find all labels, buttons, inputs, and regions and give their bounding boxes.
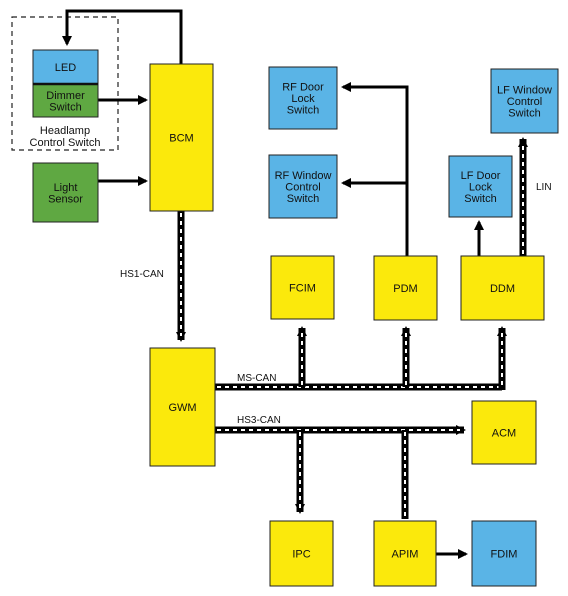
hs3-can-label: HS3-CAN bbox=[237, 415, 281, 426]
rf-door-lock-switch-box-rect bbox=[268, 66, 338, 130]
fdim-module-rect bbox=[471, 520, 537, 587]
light-sensor-box-label: Sensor bbox=[48, 193, 83, 205]
bcm-module-label: BCM bbox=[169, 133, 193, 145]
lf-door-lock-switch-box-label: Switch bbox=[464, 193, 496, 205]
dimmer-switch-box-label: Switch bbox=[49, 101, 81, 113]
acm-module: ACM bbox=[471, 400, 537, 465]
ipc-module-rect bbox=[269, 520, 334, 587]
light-sensor-box-label: Light bbox=[54, 182, 78, 194]
lf-window-control-switch-box-label: LF Window bbox=[497, 85, 552, 97]
lin-label: LIN bbox=[536, 182, 552, 193]
gwm-module-label: GWM bbox=[168, 402, 196, 414]
fdim-module-label: FDIM bbox=[491, 549, 518, 561]
rf-door-lock-switch-box-label: Lock bbox=[291, 93, 315, 105]
ddm-module-rect bbox=[460, 255, 545, 321]
bcm-module-rect bbox=[149, 63, 214, 212]
lf-window-control-switch-box-label: Switch bbox=[508, 108, 540, 120]
ipc-module-label: IPC bbox=[292, 549, 310, 561]
rf-window-control-switch-box-label: Control bbox=[285, 182, 320, 194]
lf-door-lock-switch-box-rect bbox=[448, 155, 513, 218]
fcim-module-rect bbox=[270, 255, 335, 320]
ddm-module: DDM bbox=[460, 255, 545, 321]
hs1-can-label: HS1-CAN bbox=[120, 269, 164, 280]
acm-module-rect bbox=[471, 400, 537, 465]
rf-window-control-switch-box-rect bbox=[268, 154, 338, 219]
lf-door-lock-switch-box-label: Lock bbox=[469, 182, 493, 194]
headlamp-group-label-line2: Control Switch bbox=[30, 137, 101, 149]
dimmer-switch-box-label: Dimmer bbox=[46, 90, 85, 102]
bcm-module: BCM bbox=[149, 63, 214, 212]
acm-module-label: ACM bbox=[492, 428, 516, 440]
rf-window-control-switch-box-label: RF Window bbox=[275, 170, 332, 182]
apim-module-rect bbox=[373, 520, 437, 587]
ms-can-label: MS-CAN bbox=[237, 373, 276, 384]
pdm-module: PDM bbox=[373, 255, 438, 321]
pdm-module-label: PDM bbox=[393, 283, 417, 295]
signal-lines bbox=[62, 9, 484, 559]
fcim-module-label: FCIM bbox=[289, 283, 316, 295]
lf-door-lock-switch-box-label: LF Door bbox=[461, 170, 501, 182]
fdim-module: FDIM bbox=[471, 520, 537, 587]
pdm-to-rf-door-lock-line bbox=[341, 82, 409, 256]
fcim-module: FCIM bbox=[270, 255, 335, 320]
gwm-module: GWM bbox=[149, 347, 216, 467]
light-sensor-box-rect bbox=[32, 162, 99, 223]
ms-can-bus bbox=[215, 326, 507, 391]
hs3-can-bus bbox=[215, 425, 466, 519]
rf-door-lock-switch-box-label: Switch bbox=[287, 105, 319, 117]
ipc-module: IPC bbox=[269, 520, 334, 587]
headlamp-group-label-line1: Headlamp bbox=[40, 125, 90, 137]
led-box-label: LED bbox=[55, 62, 76, 74]
headlamp-group-border bbox=[11, 16, 119, 151]
bus-lines bbox=[176, 137, 528, 519]
lf-window-control-switch-box-rect bbox=[490, 68, 559, 134]
pdm-module-rect bbox=[373, 255, 438, 321]
ddm-module-label: DDM bbox=[490, 283, 515, 295]
rf-door-lock-switch-box-label: RF Door bbox=[282, 82, 324, 94]
apim-module-label: APIM bbox=[392, 549, 419, 561]
rf-window-control-switch-box-label: Switch bbox=[287, 193, 319, 205]
lf-window-control-switch-box-label: Control bbox=[507, 96, 542, 108]
bcm-to-led-line bbox=[62, 9, 183, 64]
apim-module: APIM bbox=[373, 520, 437, 587]
gwm-module-rect bbox=[149, 347, 216, 467]
led-box: LED bbox=[32, 49, 99, 85]
